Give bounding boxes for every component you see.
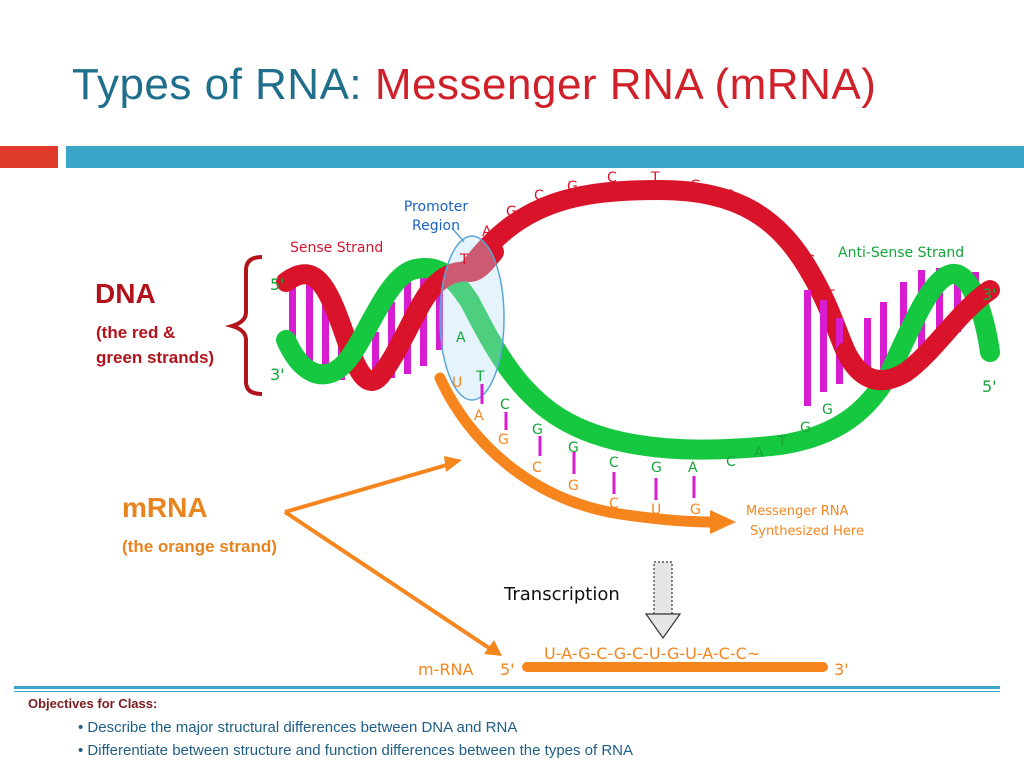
base-letter: A [754, 445, 764, 461]
mrna-pairing-ticks [480, 384, 696, 500]
base-letter: A [756, 206, 766, 222]
base-letter: T [825, 288, 835, 304]
base-letter: C [607, 170, 617, 186]
base-letter: G [822, 402, 833, 418]
title-prefix: Types of RNA: [72, 60, 363, 109]
base-pair [864, 318, 871, 378]
base-letter: T [777, 434, 787, 450]
base-letter: C [500, 397, 510, 413]
mrna-base-letters: U A G C G C U G [452, 375, 701, 518]
base-letter: T [475, 369, 485, 385]
base-pair [322, 288, 329, 374]
objectives-list: • Describe the major structural differen… [78, 716, 633, 762]
base-pair [954, 266, 961, 332]
dna-description-line: green strands) [96, 348, 215, 367]
sense-strand-arc [460, 179, 856, 362]
pointer-arrow-line [284, 462, 451, 514]
base-pair [880, 302, 887, 378]
base-letter: G [498, 432, 509, 448]
objectives-title: Objectives for Class: [28, 696, 158, 711]
mrna-final-strand [522, 662, 828, 672]
mrna-three-prime: 3' [834, 660, 849, 679]
base-letter: G [690, 502, 701, 518]
dna-label: DNA [95, 278, 156, 309]
dna-description-line: (the red & [96, 323, 176, 342]
sense-strand-left-back [276, 264, 390, 391]
mrna-arrowhead [710, 510, 736, 534]
base-letter: C [609, 455, 619, 471]
top-base-letters: A G C G C T G T A C C T T [459, 170, 835, 304]
base-letter: A [474, 408, 484, 424]
mrna-prefix-label: m-RNA [418, 660, 473, 679]
transcription-diagram: Sense Strand Anti-Sense Strand Promoter … [224, 170, 1000, 679]
messenger-rna-note: Messenger RNA [746, 504, 848, 519]
footer-divider [14, 686, 1000, 689]
base-letter: U [651, 502, 661, 518]
pointer-arrow-line [283, 510, 494, 652]
strand-end-label: 5' [982, 377, 997, 396]
promoter-pointer [451, 227, 465, 243]
base-letter: A [456, 330, 466, 346]
base-letter: G [651, 460, 662, 476]
mrna-strand-synthesizing [434, 372, 718, 528]
transcription-label: Transcription [503, 584, 620, 605]
transcription-arrow-shaft [653, 561, 673, 615]
mrna-pointer-arrows [283, 462, 494, 652]
base-pair [372, 332, 379, 378]
pointer-arrowhead [444, 456, 462, 472]
bottom-base-letters: T C G G C G A C A T G G [475, 369, 833, 476]
header-bar-red [0, 146, 58, 168]
base-letter: T [459, 252, 469, 268]
sense-strand-right [836, 280, 1000, 391]
base-pair [306, 272, 313, 364]
base-letter: C [609, 496, 619, 512]
page-title: Types of RNA: Messenger RNA (mRNA) [72, 60, 876, 110]
title-accent: Messenger RNA (mRNA) [374, 60, 877, 109]
base-letter: G [567, 179, 578, 195]
promoter-region-label: Promoter [404, 199, 469, 215]
objective-item: • Describe the major structural differen… [78, 719, 518, 736]
base-letter: A [482, 224, 492, 240]
mrna-sequence: U-A-G-C-G-C-U-G-U-A-C-C~ [544, 644, 760, 663]
base-letter: C [532, 460, 542, 476]
base-letter: C [534, 188, 544, 204]
objective-item: • Differentiate between structure and fu… [78, 742, 634, 759]
base-letter: T [723, 188, 733, 204]
base-letter: C [726, 454, 736, 470]
base-pair [936, 268, 943, 346]
base-letter: U [452, 375, 462, 391]
anti-sense-strand-label: Anti-Sense Strand [838, 245, 964, 261]
dna-description: (the red & green strands) [96, 320, 246, 370]
base-pair [804, 290, 811, 406]
footer-divider-thin [14, 691, 1000, 692]
sense-strand-label: Sense Strand [290, 240, 383, 256]
anti-sense-strand-right [880, 264, 1000, 382]
base-letter: C [783, 228, 793, 244]
mrna-five-prime: 5' [500, 660, 515, 679]
messenger-rna-note: Synthesized Here [750, 524, 864, 539]
base-letter: C [805, 253, 815, 269]
mrna-description: (the orange strand) [122, 537, 277, 556]
base-letter: T [650, 170, 660, 186]
promoter-region-outline [439, 235, 505, 401]
transcription-arrow-head [644, 613, 682, 640]
base-pair [289, 280, 296, 350]
base-letter: G [532, 422, 543, 438]
strand-end-label: 3' [270, 365, 285, 384]
mrna-label: mRNA [122, 492, 208, 523]
strand-end-label: 3' [982, 285, 997, 304]
base-letter: A [688, 460, 698, 476]
pointer-arrowhead [484, 640, 502, 656]
promoter-region-label: Region [412, 218, 460, 234]
base-letter: G [800, 420, 811, 436]
base-pair [820, 300, 827, 392]
dna-bracket [224, 255, 263, 396]
base-letter: G [568, 478, 579, 494]
base-letter: G [506, 204, 517, 220]
strand-end-label: 5' [270, 275, 285, 294]
header-bar-blue [66, 146, 1024, 168]
base-letter: G [568, 440, 579, 456]
anti-sense-strand-left [276, 258, 900, 460]
base-letter: G [690, 178, 701, 194]
